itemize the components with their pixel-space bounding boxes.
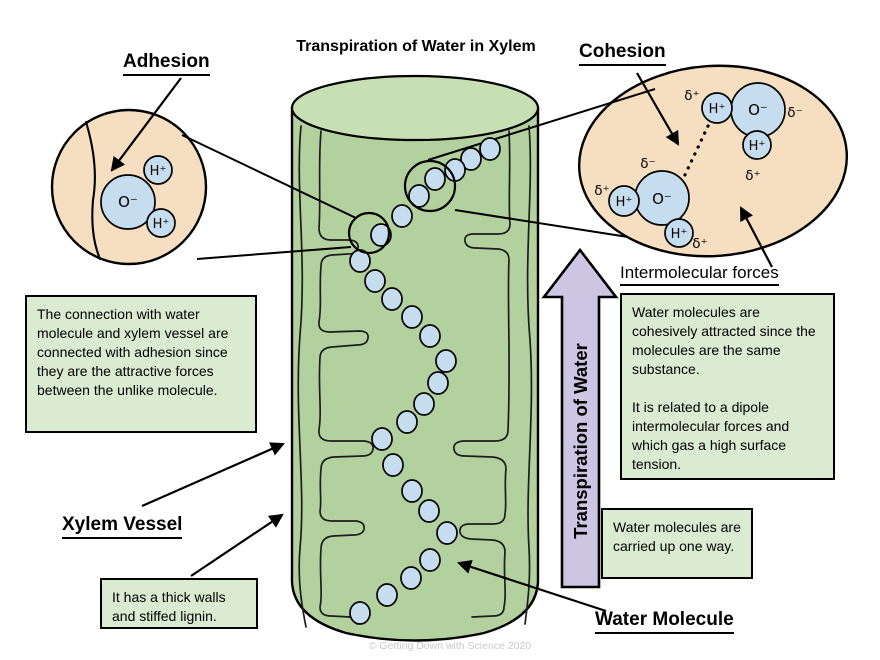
adhesion-hydrogen-circle xyxy=(143,155,173,185)
water-molecule xyxy=(382,453,404,477)
water-molecule xyxy=(419,324,441,348)
cohesion-description-text-1: Water molecules are cohesively attracted… xyxy=(632,304,816,378)
adhesion-magnifier-circle xyxy=(347,211,391,255)
delta-plus-label: δ⁺ xyxy=(594,183,609,199)
water-molecule xyxy=(424,167,446,191)
cohesion-pointer-arrow xyxy=(636,72,680,146)
delta-minus-label: δ⁻ xyxy=(787,105,802,121)
water-molecule xyxy=(376,583,398,607)
cohesion-description-box: Water molecules are cohesively attracted… xyxy=(620,293,835,480)
cohesion-link-lower xyxy=(454,209,629,238)
cohesion-hydrogen-circle xyxy=(608,185,640,217)
water-molecule xyxy=(427,371,449,395)
intermolecular-pointer-arrow xyxy=(740,206,773,268)
water-molecule xyxy=(436,521,458,545)
water-molecule xyxy=(401,305,423,329)
water-molecule-chain xyxy=(349,137,501,625)
adhesion-link-lower xyxy=(196,246,352,260)
transpiration-arrow xyxy=(541,247,619,589)
adhesion-label: Adhesion xyxy=(123,51,210,76)
water-molecule-label: Water Molecule xyxy=(595,609,734,634)
oxygen-label: O⁻ xyxy=(652,190,672,208)
thick-walls-text: It has a thick walls and stiffed lignin. xyxy=(112,589,226,625)
adhesion-link-upper xyxy=(181,134,357,219)
cohesion-hydrogen-circle xyxy=(701,92,733,124)
cohesion-inset-ellipse xyxy=(577,64,849,258)
thick-walls-box: It has a thick walls and stiffed lignin. xyxy=(100,578,258,629)
water-molecule xyxy=(349,601,371,625)
water-molecule xyxy=(419,548,441,572)
oxygen-label: O⁻ xyxy=(748,101,768,119)
xylem-vessel-label: Xylem Vessel xyxy=(62,514,183,539)
vessel-wall-left-inner xyxy=(318,130,374,625)
water-molecule xyxy=(413,392,435,416)
xylem-cylinder-top xyxy=(290,74,540,142)
water-molecule xyxy=(460,147,482,171)
water-molecule xyxy=(391,204,413,228)
hydrogen-label: H⁺ xyxy=(616,195,633,210)
hydrogen-label: H⁺ xyxy=(153,217,170,232)
hydrogen-label: H⁺ xyxy=(150,164,167,179)
cohesion-description-text-2: It is related to a dipole intermolecular… xyxy=(632,399,790,473)
vessel-wall-left-outer xyxy=(297,125,307,628)
delta-plus-label: δ⁺ xyxy=(684,88,699,104)
water-molecule xyxy=(370,223,392,247)
adhesion-pointer-arrow xyxy=(110,77,182,172)
water-molecule xyxy=(401,479,423,503)
water-molecule xyxy=(479,137,501,161)
copyright-text: © Getting Down with Science 2020 xyxy=(368,640,532,652)
adhesion-hydrogen-circle xyxy=(146,208,176,238)
oxygen-label: O⁻ xyxy=(118,193,138,211)
page-title: Transpiration of Water in Xylem xyxy=(296,38,536,55)
carried-up-box: Water molecules are carried up one way. xyxy=(601,508,753,579)
water-molecule xyxy=(435,349,457,373)
adhesion-wall-curve xyxy=(84,120,102,261)
cohesion-hydrogen-circle xyxy=(742,130,772,160)
water-molecule xyxy=(396,410,418,434)
water-molecule-pointer-arrow xyxy=(456,559,607,613)
cohesion-label: Cohesion xyxy=(579,41,666,66)
vessel-wall-right-outer xyxy=(524,125,533,625)
water-molecule xyxy=(408,184,430,208)
adhesion-oxygen-circle xyxy=(100,174,156,230)
transpiration-arrow-label: Transpiration of Water xyxy=(570,343,591,539)
adhesion-description-box: The connection with water molecule and x… xyxy=(25,295,257,433)
delta-minus-label: δ⁻ xyxy=(640,156,655,172)
water-molecule xyxy=(400,566,422,590)
carried-up-text: Water molecules are carried up one way. xyxy=(613,519,741,555)
adhesion-description-text: The connection with water molecule and x… xyxy=(37,306,229,399)
delta-plus-label: δ⁺ xyxy=(745,168,760,184)
xylem-vessel-pointer-arrow xyxy=(141,442,285,508)
vessel-wall-right-inner xyxy=(453,130,511,618)
delta-plus-label: δ⁺ xyxy=(692,236,707,252)
xylem-wall-pointer-arrow xyxy=(190,513,284,577)
water-molecule xyxy=(364,269,386,293)
water-molecule xyxy=(381,287,403,311)
hydrogen-label: H⁺ xyxy=(671,227,688,242)
hydrogen-bond-dotted-line xyxy=(682,124,710,179)
intermolecular-forces-label: Intermolecular forces xyxy=(620,263,779,286)
hydrogen-label: H⁺ xyxy=(709,102,726,117)
cohesion-magnifier-circle xyxy=(403,159,457,213)
water-molecule xyxy=(418,499,440,523)
cohesion-hydrogen-circle xyxy=(664,218,694,248)
cohesion-link-upper xyxy=(427,88,656,161)
hydrogen-label: H⁺ xyxy=(749,139,766,154)
water-molecule xyxy=(371,427,393,451)
